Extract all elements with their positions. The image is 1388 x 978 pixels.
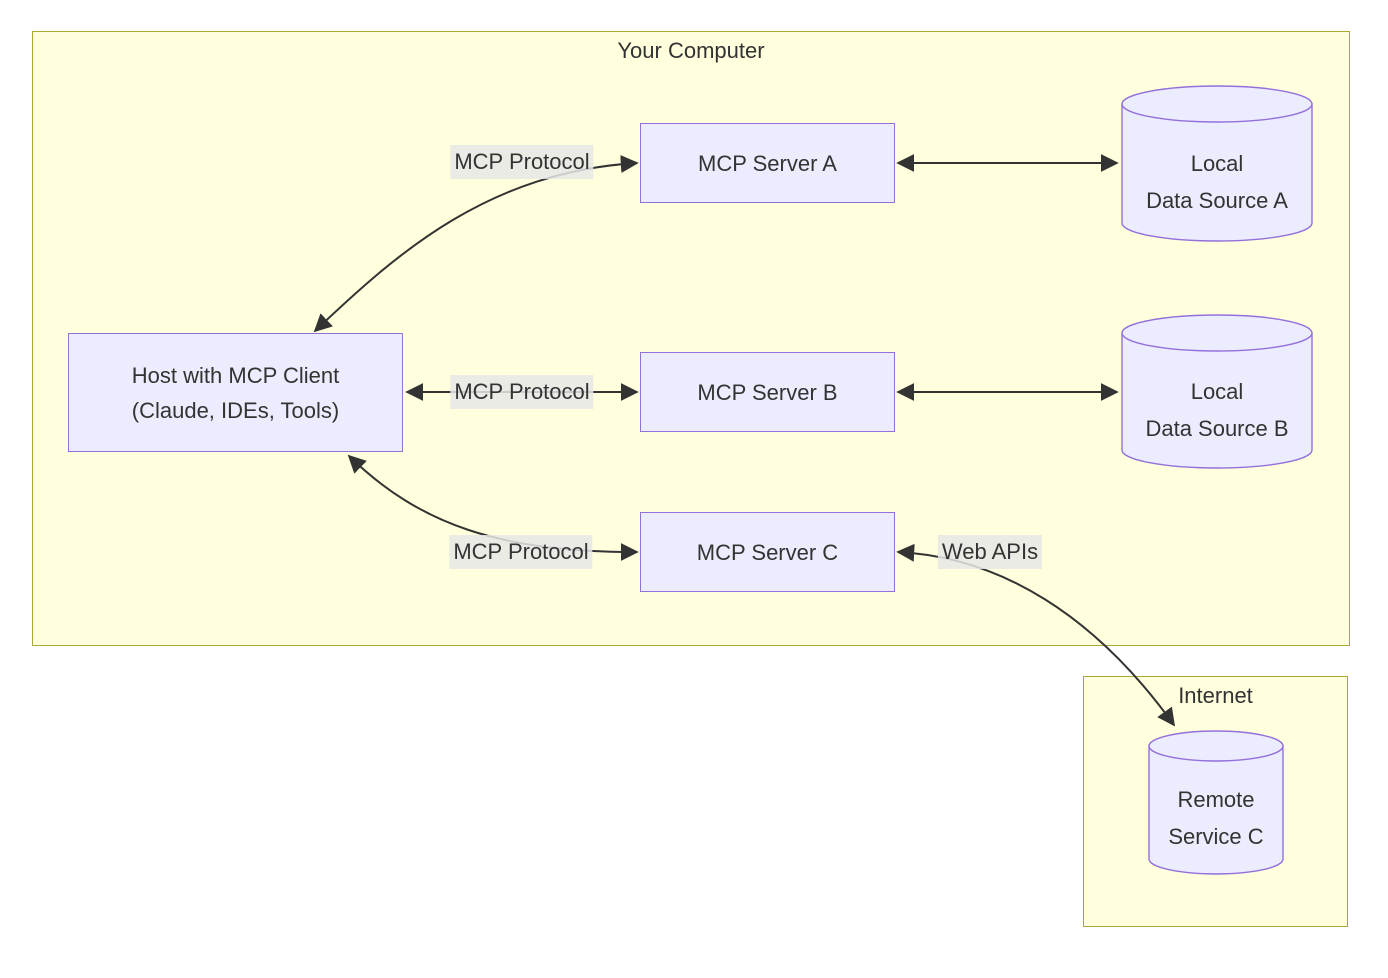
- cylinder-lid: [1148, 730, 1284, 762]
- cylinder-local-data-source-a: Local Data Source A: [1121, 85, 1313, 242]
- cylinder-remote-service-c: Remote Service C: [1148, 730, 1284, 875]
- remote-service-c-line-2: Service C: [1168, 824, 1264, 849]
- cylinder-shape-b: [1121, 314, 1313, 469]
- cylinder-lid: [1121, 85, 1313, 123]
- cylinder-body: [1121, 103, 1313, 242]
- node-mcp-server-b: MCP Server B: [640, 352, 895, 432]
- data-source-b-line-1: Local: [1190, 379, 1244, 404]
- remote-service-c-line-1: Remote: [1177, 787, 1255, 812]
- edge-label-mcp-protocol-c: MCP Protocol: [449, 535, 593, 569]
- edge-label-web-apis: Web APIs: [937, 535, 1043, 569]
- cluster-your-computer-title: Your Computer: [617, 38, 765, 63]
- cylinder-body: [1148, 745, 1284, 875]
- data-source-b-line-2: Data Source B: [1145, 416, 1289, 441]
- node-host-line-1: Host with MCP Client: [131, 362, 340, 388]
- cylinder-local-data-source-b: Local Data Source B: [1121, 314, 1313, 469]
- node-mcp-server-a: MCP Server A: [640, 123, 895, 203]
- data-source-a-line-2: Data Source A: [1146, 188, 1288, 213]
- node-mcp-server-b-label: MCP Server B: [697, 379, 838, 405]
- node-mcp-server-a-label: MCP Server A: [698, 150, 837, 176]
- edge-label-mcp-protocol-b: MCP Protocol: [450, 375, 594, 409]
- node-host-line-2: (Claude, IDEs, Tools): [131, 397, 340, 423]
- cylinder-body: [1121, 332, 1313, 469]
- node-mcp-server-c: MCP Server C: [640, 512, 895, 592]
- cylinder-lid: [1121, 314, 1313, 352]
- node-host-with-mcp-client: Host with MCP Client (Claude, IDEs, Tool…: [68, 333, 403, 452]
- cylinder-shape-a: [1121, 85, 1313, 242]
- cluster-internet-title: Internet: [1178, 683, 1253, 708]
- edge-label-mcp-protocol-a: MCP Protocol: [450, 145, 594, 179]
- node-mcp-server-c-label: MCP Server C: [696, 539, 839, 565]
- data-source-a-line-1: Local: [1190, 151, 1244, 176]
- cylinder-shape-c: [1148, 730, 1284, 875]
